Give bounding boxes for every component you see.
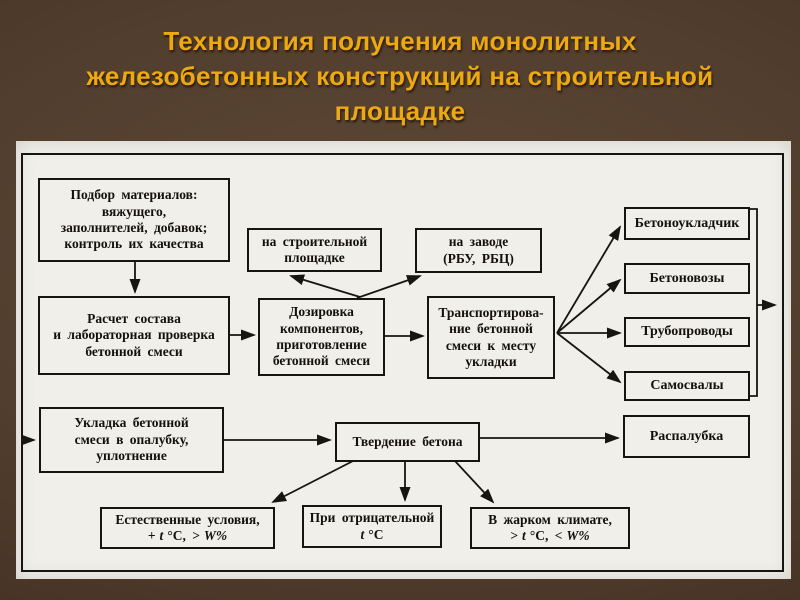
box-concrete-trucks: Бетоновозы: [624, 263, 750, 294]
title-line: железобетонных конструкций на строительн…: [86, 61, 714, 91]
box-text-line: и лабораторная проверка: [53, 327, 215, 343]
box-formwork-removal: Распалубка: [623, 415, 750, 458]
box-text-line: Распалубка: [649, 428, 724, 444]
box-text-line: При отрицательной: [309, 510, 435, 526]
box-pipelines: Трубопроводы: [624, 317, 750, 347]
box-text-line: Укладка бетонной: [74, 415, 189, 431]
box-text-line: на заводе: [448, 234, 509, 250]
box-text-line: Транспортирова-: [438, 304, 544, 320]
box-natural-conditions: Естественные условия, +t°С, >W%: [100, 507, 275, 549]
box-text-line: бетонной смеси: [272, 353, 371, 369]
box-text-line: Подбор материалов:: [70, 187, 198, 203]
box-hot-climate: В жарком климате, >t°С, <W%: [470, 507, 630, 549]
box-text-line: площадке: [284, 250, 345, 265]
box-text-line: уплотнение: [96, 448, 167, 464]
box-text-line: приготовление: [276, 337, 367, 352]
box-text-line: Естественные условия,: [115, 511, 260, 527]
box-concrete-placer: Бетоноукладчик: [624, 207, 750, 240]
box-negative-temperature: При отрицательной t°С: [302, 505, 442, 548]
box-text-line: Самосвалы: [650, 378, 724, 394]
box-text-line: Трубопроводы: [641, 324, 733, 340]
box-text-line: В жарком климате,: [488, 511, 612, 527]
box-placing-compaction: Укладка бетонной смеси в опалубку, уплот…: [39, 407, 224, 473]
title-line: площадке: [334, 96, 466, 126]
box-text-line: смеси к месту: [445, 337, 537, 353]
title-line: Технология получения монолитных: [163, 26, 637, 56]
box-text-line: смеси в опалубку,: [74, 431, 189, 447]
box-formula-line: >t°С, <W%: [510, 528, 590, 543]
flowchart-frame: [21, 153, 784, 572]
box-text-line: Твердение бетона: [352, 433, 463, 449]
box-mix-design-lab-check: Расчет состава и лабораторная проверка б…: [38, 296, 230, 375]
box-formula-line: +t°С, >W%: [147, 528, 228, 543]
box-text-line: Дозировка: [289, 304, 354, 320]
box-text-line: Бетоноукладчик: [634, 215, 740, 231]
box-material-selection: Подбор материалов: вяжущего, заполнителе…: [38, 178, 230, 262]
box-text-line: укладки: [465, 353, 517, 369]
box-text-line: ние бетонной: [449, 321, 533, 337]
box-dosing-mixing: Дозировка компонентов, приготовление бет…: [258, 298, 385, 376]
box-dump-trucks: Самосвалы: [624, 371, 750, 401]
box-text-line: компонентов,: [280, 320, 363, 336]
box-text-line: бетонной смеси: [85, 343, 183, 359]
box-at-plant: на заводе (РБУ, РБЦ): [415, 228, 542, 273]
box-on-construction-site: на строительной площадке: [247, 228, 382, 272]
box-text-line: на строительной: [261, 233, 368, 249]
box-concrete-hardening: Твердение бетона: [335, 422, 480, 462]
slide-title: Технология получения монолитных железобе…: [0, 24, 800, 129]
box-text-line: контроль их качества: [64, 236, 204, 252]
box-text-line: вяжущего,: [101, 203, 167, 219]
box-formula-line: t°С: [360, 526, 384, 542]
box-transportation: Транспортирова- ние бетонной смеси к мес…: [427, 296, 555, 379]
box-text-line: (РБУ, РБЦ): [443, 250, 514, 266]
box-text-line: Бетоновозы: [649, 270, 725, 286]
box-text-line: Расчет состава: [87, 310, 181, 326]
box-text-line: заполнителей, добавок;: [60, 220, 208, 235]
